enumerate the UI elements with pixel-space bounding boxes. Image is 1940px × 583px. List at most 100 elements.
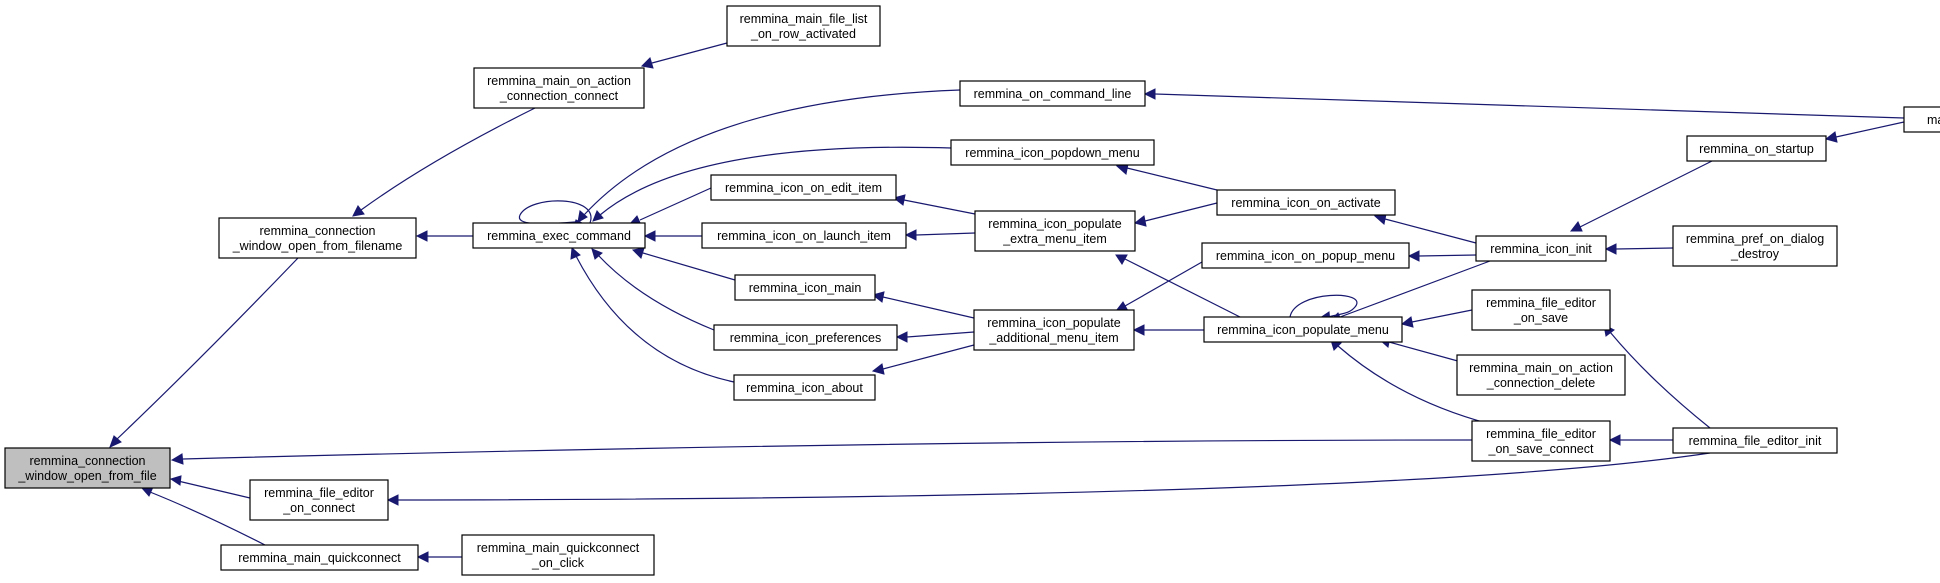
node-icon-about[interactable]: remmina_icon_about (733, 374, 876, 401)
node-label-line: main (1927, 113, 1940, 127)
node-label-line: remmina_icon_populate (988, 217, 1121, 231)
node-fe-on-save-connect[interactable]: remmina_file_editor_on_save_connect (1471, 420, 1611, 462)
node-box (713, 324, 898, 351)
edge-main-to-on_startup (1824, 121, 1905, 143)
node-file-list-row[interactable]: remmina_main_file_list_on_row_activated (726, 5, 881, 47)
node-label-line: remmina_file_editor_init (1689, 434, 1822, 448)
edge-mqc_on_click-to-main_quickconnect (416, 551, 462, 563)
edge-line (597, 254, 715, 331)
node-label-line: remmina_main_quickconnect (477, 541, 640, 555)
edge-icon_init-to-on_popup_menu (1407, 250, 1477, 262)
arrowhead (895, 331, 908, 343)
edge-line (903, 199, 976, 215)
node-main-quickconnect[interactable]: remmina_main_quickconnect (220, 544, 419, 571)
edge-line (882, 296, 975, 319)
arrowhead (1604, 243, 1617, 255)
node-on-startup[interactable]: remmina_on_startup (1686, 135, 1827, 162)
node-icon-main[interactable]: remmina_icon_main (734, 274, 876, 301)
node-label-line: _extra_menu_item (1002, 232, 1107, 246)
node-label-line: remmina_main_quickconnect (238, 551, 401, 565)
node-on-edit-item[interactable]: remmina_icon_on_edit_item (710, 174, 897, 201)
node-on-activate[interactable]: remmina_icon_on_activate (1216, 189, 1396, 216)
edge-main_quickconnect-to-root (140, 486, 266, 546)
edge-exec_command-to-cwoff (415, 230, 473, 242)
node-label-line: _on_row_activated (750, 27, 856, 41)
node-on-launch-item[interactable]: remmina_icon_on_launch_item (701, 222, 907, 249)
node-label-line: remmina_file_editor (1486, 427, 1596, 441)
edge-fe_init-to-fe_on_connect (386, 452, 1711, 506)
edge-line (1579, 160, 1713, 228)
edge-file_list_row-to-main_on_action_cc (640, 42, 728, 69)
arrowhead (577, 210, 588, 223)
edge-line (1388, 341, 1466, 364)
node-label-line: _on_click (531, 556, 585, 570)
arrowhead (570, 246, 581, 260)
node-box (220, 544, 419, 571)
node-main-on-action-cd[interactable]: remmina_main_on_action_connection_delete (1456, 354, 1626, 396)
node-box (950, 139, 1155, 166)
edge-on_activate-to-populate_extra (1133, 202, 1218, 227)
edge-line (1126, 167, 1218, 191)
node-label-line: remmina_icon_popdown_menu (965, 146, 1139, 160)
arrowhead (1569, 221, 1583, 232)
edge-on_command_line-to-exec_command (577, 89, 961, 223)
node-fe-init[interactable]: remmina_file_editor_init (1672, 427, 1838, 454)
edge-line (599, 146, 952, 216)
edge-on_edit_item-to-exec_command (628, 187, 712, 226)
node-main-on-action-cc[interactable]: remmina_main_on_action_connection_connec… (473, 67, 645, 109)
edge-line (575, 255, 735, 383)
node-label-line: remmina_icon_about (746, 381, 863, 395)
node-label-line: remmina_pref_on_dialog (1686, 232, 1824, 246)
edge-fe_init-to-fe_on_save_connect (1608, 434, 1673, 446)
edge-populate_additional-to-icon_about (871, 344, 975, 375)
edge-populate_menu-to-populate_additional (1132, 324, 1204, 336)
node-exec-command[interactable]: remmina_exec_command (472, 222, 646, 249)
edge-line (397, 452, 1711, 501)
node-label-line: _connection_connect (499, 89, 619, 103)
edge-line (915, 232, 976, 236)
node-fe-on-save[interactable]: remmina_file_editor_on_save (1471, 289, 1611, 331)
node-populate-additional[interactable]: remmina_icon_populate_additional_menu_it… (973, 309, 1135, 351)
node-label-line: remmina_icon_preferences (730, 331, 881, 345)
edge-on_command_line-to-main (1143, 88, 1905, 119)
node-main[interactable]: main (1903, 106, 1940, 133)
arrowhead (631, 247, 645, 259)
node-label-line: _window_open_from_file (17, 469, 156, 483)
edge-icon_init-to-populate_menu (1328, 260, 1491, 323)
node-on-command-line[interactable]: remmina_on_command_line (959, 80, 1146, 107)
node-populate-menu[interactable]: remmina_icon_populate_menu (1203, 316, 1403, 343)
edge-line (1154, 93, 1905, 119)
node-root[interactable]: remmina_connection_window_open_from_file (4, 447, 171, 489)
node-label-line: _on_save_connect (1488, 442, 1594, 456)
node-box (473, 67, 645, 109)
node-fe-on-connect[interactable]: remmina_file_editor_on_connect (249, 479, 389, 521)
node-label-line: remmina_icon_on_popup_menu (1216, 249, 1395, 263)
arrowhead (892, 194, 906, 206)
edge-icon_about-to-exec_command (570, 246, 735, 383)
edge-populate_additional-to-icon_main (871, 291, 975, 319)
edge-line (1615, 247, 1674, 250)
edge-line (882, 344, 975, 370)
node-pref-on-dialog-destroy[interactable]: remmina_pref_on_dialog_destroy (1672, 225, 1838, 267)
node-label-line: _on_connect (282, 501, 355, 515)
node-populate-extra[interactable]: remmina_icon_populate_extra_menu_item (974, 210, 1136, 252)
node-icon-preferences[interactable]: remmina_icon_preferences (713, 324, 898, 351)
node-label-line: remmina_exec_command (487, 229, 631, 243)
edge-fe_on_save_connect-to-root (170, 439, 1473, 465)
node-box (249, 479, 389, 521)
node-cwoff[interactable]: remmina_connection_window_open_from_file… (218, 217, 417, 259)
arrowhead (386, 494, 399, 506)
node-icon-init[interactable]: remmina_icon_init (1475, 235, 1607, 262)
edge-line (639, 187, 712, 221)
edge-on_launch_item-to-exec_command (643, 230, 702, 242)
node-popdown-menu[interactable]: remmina_icon_popdown_menu (950, 139, 1155, 166)
node-box (974, 210, 1136, 252)
node-label-line: remmina_icon_on_activate (1231, 196, 1380, 210)
edge-line (1337, 345, 1491, 425)
edge-line (360, 107, 536, 211)
arrowhead (416, 551, 429, 563)
node-label-line: remmina_icon_on_edit_item (725, 181, 882, 195)
node-mqc-on-click[interactable]: remmina_main_quickconnect_on_click (461, 534, 655, 576)
node-label-line: _destroy (1730, 247, 1780, 261)
node-on-popup-menu[interactable]: remmina_icon_on_popup_menu (1201, 242, 1410, 269)
